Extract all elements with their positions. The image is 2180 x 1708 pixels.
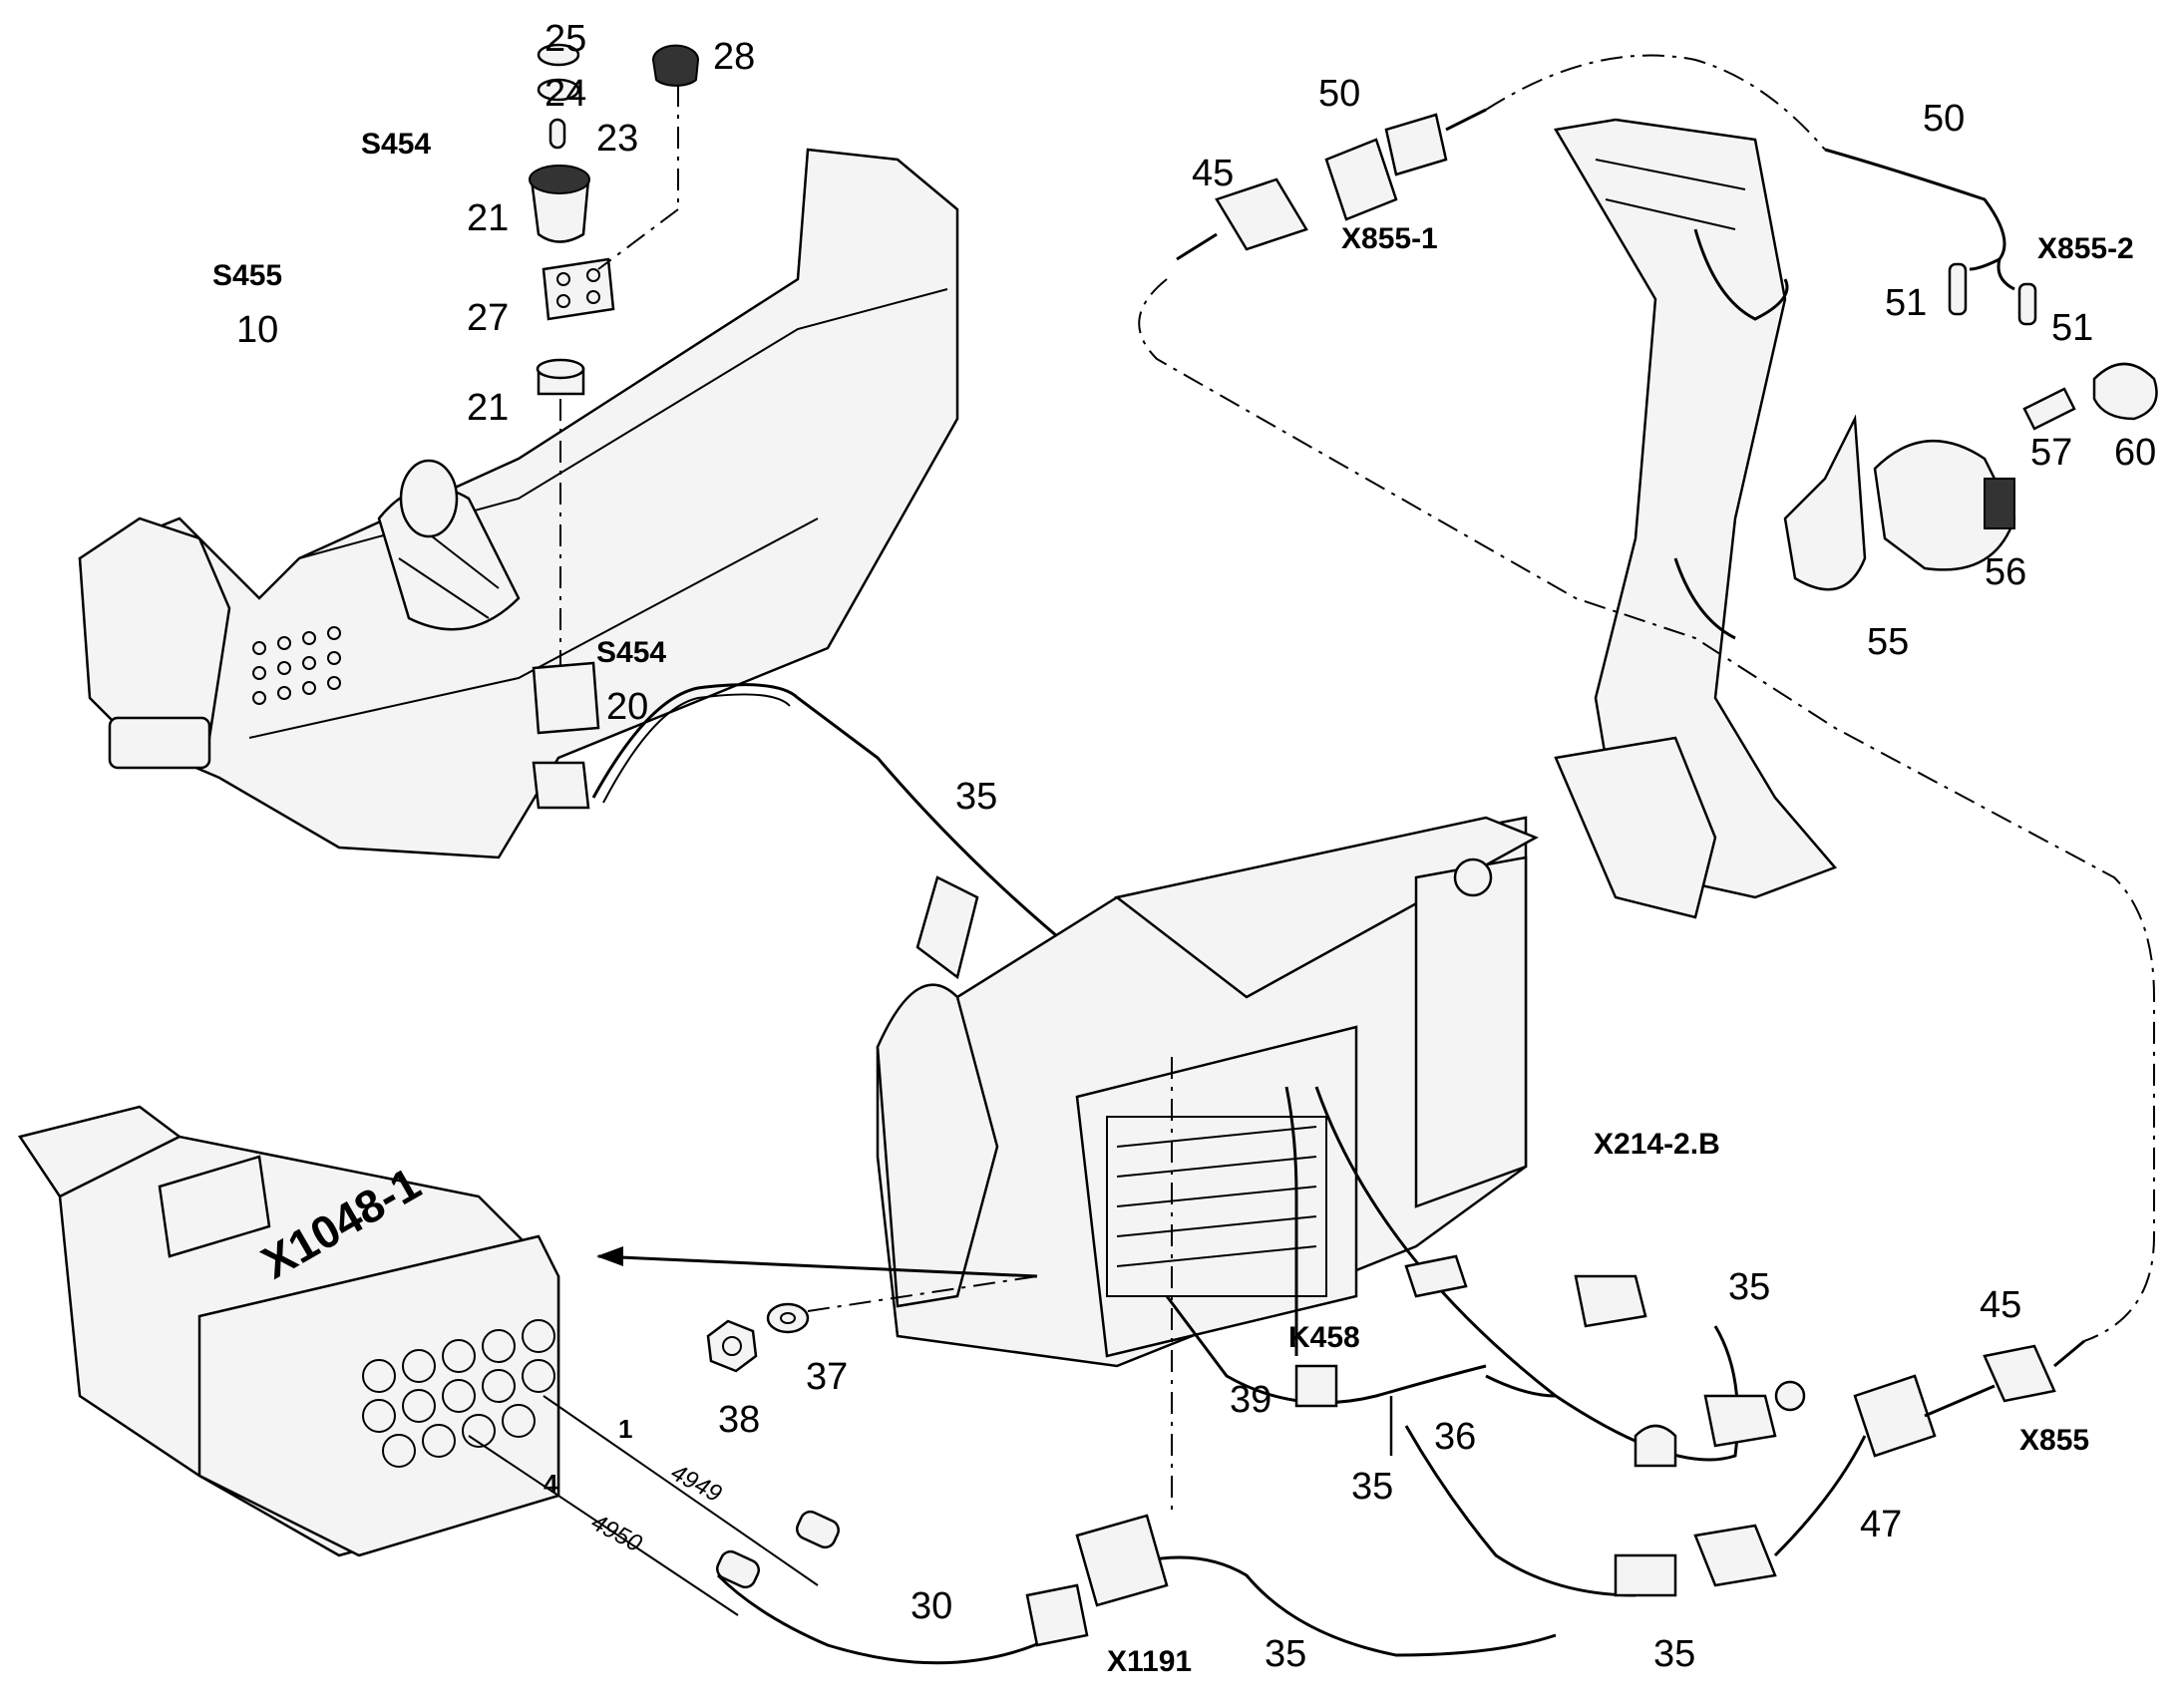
part-label-37: 37	[806, 1356, 849, 1398]
part-label-23: 23	[596, 118, 639, 160]
part-label-25: 25	[545, 18, 587, 60]
part-label-51-a: 51	[1885, 282, 1928, 324]
code-label-x855: X855	[2019, 1424, 2090, 1457]
part-label-27: 27	[467, 297, 510, 339]
circuit-board	[1106, 1116, 1327, 1297]
part-label-35-b: 35	[1728, 1266, 1771, 1308]
part-label-57: 57	[2030, 432, 2073, 474]
part-label-50-right: 50	[1923, 98, 1966, 140]
left-console-assembly	[78, 148, 959, 859]
code-label-k458: K458	[1288, 1321, 1360, 1354]
vent-holes-left	[252, 626, 341, 705]
rotary-sensor-group	[1783, 148, 2158, 591]
pin-label-1: 1	[618, 1414, 633, 1444]
route-line-top	[1138, 278, 2155, 1342]
part-label-56: 56	[1985, 551, 2027, 593]
part-label-45-top: 45	[1192, 153, 1235, 194]
part-label-35-a: 35	[955, 776, 998, 818]
connector-x1048-1	[17, 1105, 1038, 1616]
code-label-x855-2: X855-2	[2037, 232, 2134, 265]
part-label-36: 36	[1434, 1416, 1477, 1458]
lower-harness	[716, 1086, 2085, 1665]
part-label-39: 39	[1230, 1379, 1272, 1421]
part-label-50-top: 50	[1318, 73, 1361, 115]
pin-grid	[362, 1319, 555, 1468]
part-label-21-b: 21	[467, 387, 510, 429]
code-label-x214-2b: X214-2.B	[1594, 1128, 1720, 1161]
part-label-28: 28	[713, 36, 756, 78]
part-label-24: 24	[545, 73, 587, 115]
pin-label-4: 4	[544, 1469, 558, 1499]
part-label-47: 47	[1860, 1504, 1903, 1545]
part-label-60: 60	[2114, 432, 2157, 474]
part-label-21-a: 21	[467, 197, 510, 239]
part-label-30: 30	[910, 1585, 953, 1627]
connector-x855-1	[1176, 108, 1487, 261]
part-label-10: 10	[236, 309, 279, 351]
part-label-35-c: 35	[1351, 1466, 1394, 1508]
part-label-51-b: 51	[2051, 307, 2094, 349]
part-label-35-d: 35	[1265, 1633, 1307, 1675]
switch-stack-s454	[529, 43, 700, 810]
code-label-x855-1: X855-1	[1341, 222, 1438, 255]
central-control-unit	[876, 816, 1539, 1368]
code-label-s455: S455	[212, 259, 283, 292]
code-label-s454-top: S454	[361, 128, 432, 161]
part-label-55: 55	[1867, 621, 1910, 663]
hardware-nut-washer	[706, 1275, 1038, 1373]
part-label-38: 38	[718, 1399, 761, 1441]
part-label-35-e: 35	[1653, 1633, 1696, 1675]
boom-arm-assembly	[1554, 118, 1838, 919]
part-label-20: 20	[606, 686, 649, 728]
code-label-x1191: X1191	[1107, 1645, 1193, 1678]
code-label-s454-mid: S454	[596, 636, 667, 669]
part-label-45-bottom: 45	[1980, 1284, 2022, 1326]
